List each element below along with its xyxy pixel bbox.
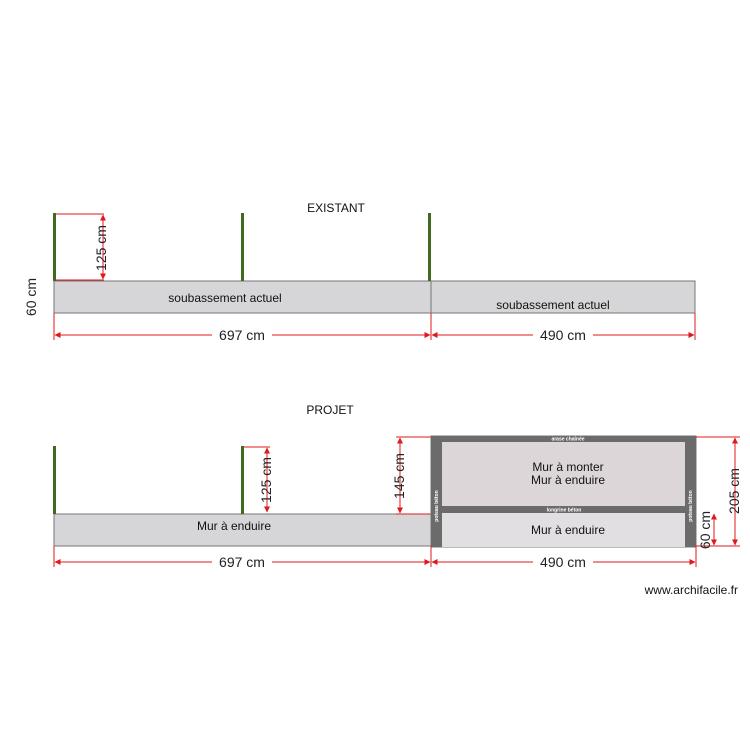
projet-post-1 bbox=[53, 446, 56, 514]
projet-pillar-right bbox=[685, 436, 696, 547]
existant-dim-125-label: 125 cm bbox=[93, 225, 109, 271]
projet-upper-label-2: Mur à enduire bbox=[531, 473, 605, 487]
watermark: www.archifacile.fr bbox=[644, 583, 738, 597]
existant-wall-left bbox=[53, 280, 432, 314]
existant-wall-right bbox=[430, 280, 696, 314]
projet-dim-490-bg bbox=[533, 553, 593, 571]
projet-top-beam-label: arase chaînée bbox=[551, 437, 584, 443]
projet-wall-left-label: Mur à enduire bbox=[197, 519, 271, 533]
projet-dim-697-label: 697 cm bbox=[219, 554, 265, 570]
projet-wall-right-lower bbox=[431, 513, 696, 547]
existant-dim-697-label: 697 cm bbox=[219, 327, 265, 343]
projet-lower-label: Mur à enduire bbox=[531, 523, 605, 537]
projet-pillar-left bbox=[431, 436, 442, 547]
projet-left-pillar-label: poteau béton bbox=[434, 490, 440, 521]
existant-title: EXISTANT bbox=[307, 201, 365, 215]
projet-mid-beam-label: longrine béton bbox=[547, 508, 582, 514]
projet-dim-125-label: 125 cm bbox=[258, 457, 274, 503]
existant-wall-right-label: soubassement actuel bbox=[496, 298, 609, 312]
existant-wall-left-label: soubassement actuel bbox=[168, 291, 281, 305]
existant-post-3 bbox=[428, 213, 431, 281]
projet-dim-145-label: 145 cm bbox=[391, 453, 407, 499]
existant-dim-697-bg bbox=[212, 326, 272, 344]
projet-dim-697-bg bbox=[212, 553, 272, 571]
projet-top-beam bbox=[431, 436, 696, 442]
existant-dim-490-bg bbox=[533, 326, 593, 344]
existant-post-2 bbox=[241, 213, 244, 281]
existant-post-1 bbox=[53, 213, 56, 281]
projet-mid-beam bbox=[431, 506, 696, 513]
existant-dim-60-label: 60 cm bbox=[23, 278, 39, 316]
projet-dim-205-label: 205 cm bbox=[726, 468, 742, 514]
projet-dim-490-label: 490 cm bbox=[540, 554, 586, 570]
projet-dim-60-label: 60 cm bbox=[697, 511, 713, 549]
projet-upper-label-1: Mur à monter bbox=[532, 460, 603, 474]
projet-post-2 bbox=[241, 446, 244, 514]
projet-right-pillar-label: poteau béton bbox=[688, 490, 694, 521]
projet-title: PROJET bbox=[306, 403, 354, 417]
projet-wall-left bbox=[53, 513, 432, 547]
existant-dim-490-label: 490 cm bbox=[540, 327, 586, 343]
